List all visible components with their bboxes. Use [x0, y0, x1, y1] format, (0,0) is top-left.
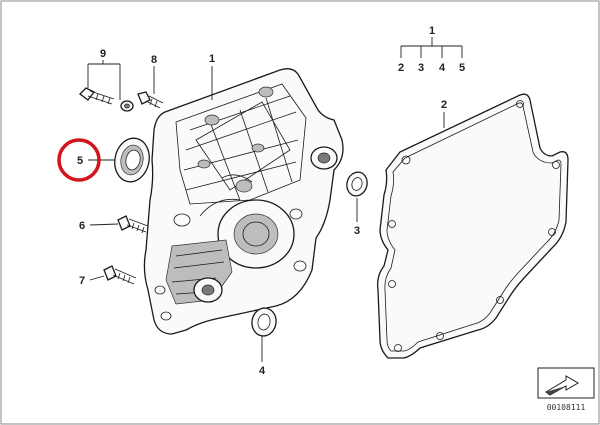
callout-5: 5 [77, 155, 83, 167]
gasket-part-2[interactable] [376, 93, 569, 359]
seal-part-4[interactable] [250, 306, 278, 338]
bolt-part-8[interactable] [137, 91, 164, 109]
bolt-part-9[interactable] [79, 87, 115, 105]
timing-cover-part-1[interactable] [143, 68, 344, 335]
washer-part-9[interactable] [120, 100, 134, 112]
callout-6: 6 [79, 220, 85, 232]
seal-ring-part-5[interactable] [111, 135, 153, 185]
highlight-circle [57, 138, 101, 182]
leader-lines [87, 37, 463, 362]
seal-part-3[interactable] [344, 170, 370, 198]
callout-7: 7 [79, 275, 85, 287]
callout-8: 8 [151, 54, 157, 66]
reference-box: 00108111 [537, 367, 595, 412]
bolt-part-6[interactable] [117, 215, 149, 234]
callout-1-item-2: 2 [398, 62, 404, 74]
callout-1-item-4: 4 [439, 62, 446, 74]
reference-number: 00108111 [547, 403, 586, 412]
callout-1-item-3: 3 [418, 62, 424, 74]
callout-1-cover: 1 [209, 53, 215, 65]
callout-1-top: 1 [429, 25, 435, 37]
callout-1-item-5: 5 [459, 62, 465, 74]
callout-9: 9 [100, 48, 106, 60]
bolt-part-7[interactable] [103, 265, 137, 285]
callout-4: 4 [259, 365, 266, 377]
callout-2: 2 [441, 99, 447, 111]
callout-3: 3 [354, 225, 360, 237]
